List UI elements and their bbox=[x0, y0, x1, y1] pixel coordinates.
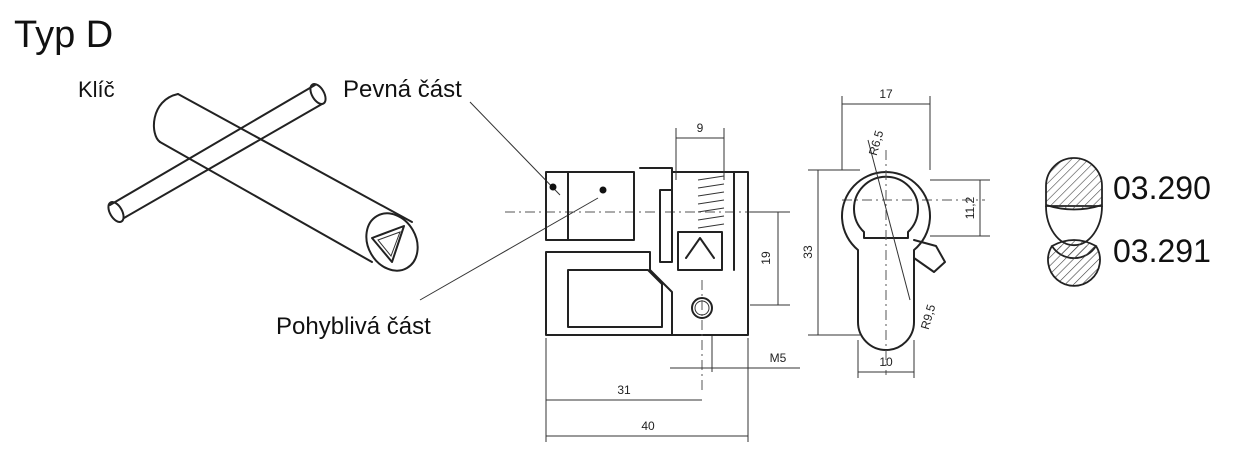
profile-view bbox=[841, 139, 985, 375]
diagram-title: Typ D bbox=[14, 14, 114, 56]
dim-r65: R6,5 bbox=[866, 128, 887, 157]
cylinder-section bbox=[505, 167, 790, 392]
dim-40: 40 bbox=[641, 419, 655, 433]
leader-moving bbox=[419, 197, 599, 301]
dim-33: 33 bbox=[801, 245, 815, 259]
dim-m5: M5 bbox=[770, 351, 787, 365]
dim-31: 31 bbox=[617, 383, 631, 397]
label-key: Klíč bbox=[78, 77, 115, 102]
profile-section-2 bbox=[1047, 239, 1101, 287]
dim-112: 11,2 bbox=[963, 196, 977, 219]
dim-19: 19 bbox=[759, 251, 773, 265]
profile-section-1 bbox=[1045, 157, 1103, 247]
dim-10: 10 bbox=[879, 355, 893, 369]
dim-r95: R9,5 bbox=[918, 302, 939, 331]
label-moving-part: Pohyblivá část bbox=[276, 313, 431, 340]
side-dimensions: 9 19 M5 31 40 bbox=[545, 121, 800, 442]
dim-9: 9 bbox=[697, 121, 704, 135]
dim-17: 17 bbox=[879, 87, 893, 101]
profile-code-2: 03.291 bbox=[1113, 233, 1211, 269]
key-drawing bbox=[107, 83, 419, 272]
profile-dimensions: 17 R6,5 33 11,2 R9,5 10 bbox=[801, 87, 990, 378]
label-fixed-part: Pevná část bbox=[343, 76, 462, 103]
profile-code-1: 03.290 bbox=[1113, 170, 1211, 206]
